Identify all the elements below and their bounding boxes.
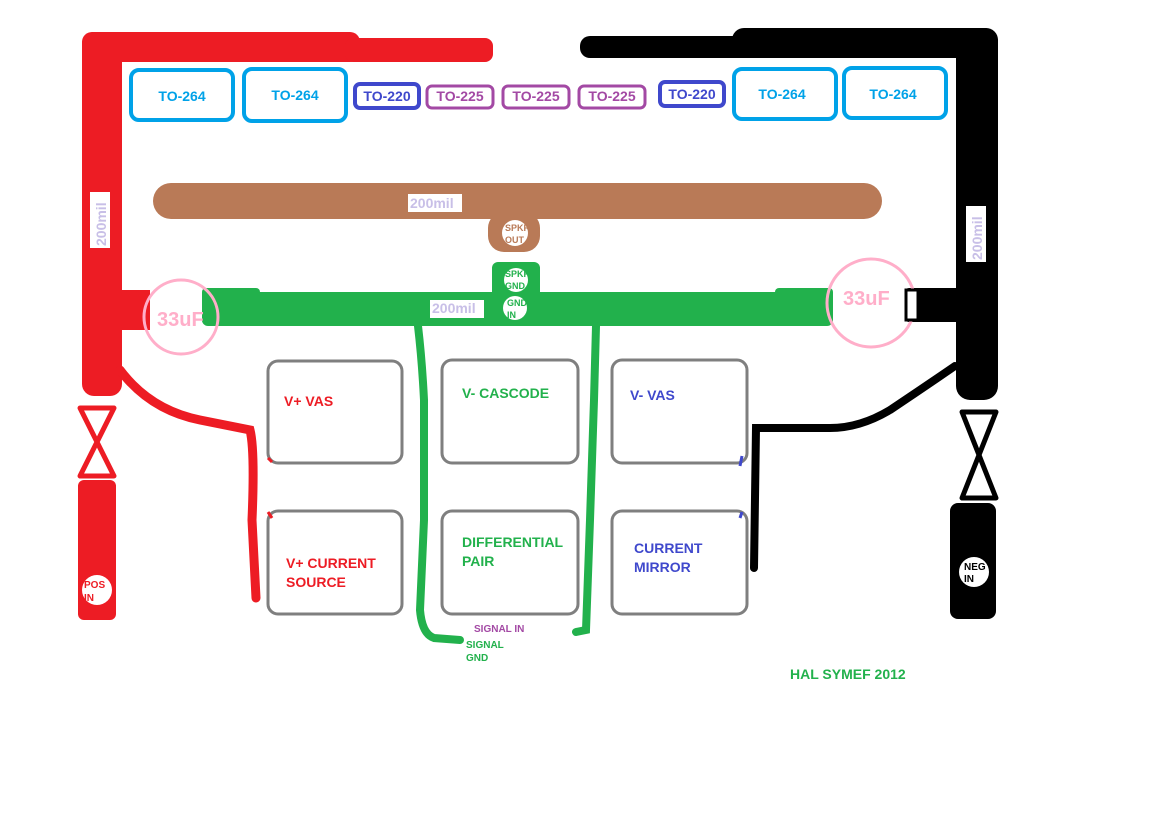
to220-package: TO-220 [353, 82, 421, 110]
block-label-line1: V+ CURRENT [286, 555, 376, 571]
ground-bus: SPKR GND GND IN 200mil [202, 262, 833, 644]
v-minus-cascode-block: V- CASCODE [440, 358, 580, 465]
negative-width-label: 200mil [969, 216, 985, 260]
ground-bus-width-label-bg [430, 300, 484, 318]
negative-fuse-symbol [959, 409, 999, 501]
gnd-in-pad [503, 296, 527, 320]
block-label: V- CASCODE [462, 385, 549, 401]
credit-text: HAL SYMEF 2012 [790, 666, 906, 682]
negative-top-trace [732, 28, 998, 58]
positive-vas-wire [115, 365, 261, 603]
spkr-gnd-label-line1: SPKR [505, 269, 531, 279]
output-bus-trace [153, 183, 882, 219]
gnd-in-label-line1: GND [507, 298, 528, 308]
block-label-line2: PAIR [462, 553, 494, 569]
ground-bus-width-label: 200mil [432, 300, 476, 316]
pos-in-label-line1: POS [84, 580, 105, 591]
v-minus-vas-block: V- VAS [610, 358, 749, 465]
left-cap-label: 33uF [157, 309, 204, 331]
differential-pair-block: DIFFERENTIAL PAIR [440, 509, 580, 616]
to264-package: TO-264 [732, 67, 838, 121]
right-cap-label: 33uF [843, 288, 890, 310]
to225-package: TO-225 [577, 84, 647, 110]
to264-package: TO-264 [842, 66, 948, 120]
signal-gnd-label-line1: SIGNAL [466, 640, 504, 651]
block-label: V- VAS [630, 387, 675, 403]
neg-in-pad [959, 557, 989, 587]
package-label: TO-225 [436, 88, 483, 104]
output-bus-width-label-bg [408, 194, 462, 212]
gnd-in-label-line2: IN [507, 310, 516, 320]
pos-in-pad [82, 575, 112, 605]
negative-vas-wire [750, 362, 959, 572]
to264-package: TO-264 [129, 68, 235, 122]
to220-package: TO-220 [658, 80, 726, 108]
negative-rail: NEG IN 200mil [580, 28, 999, 619]
output-bus: 200mil SPKR OUT [153, 183, 882, 252]
ground-wire-cascode [572, 322, 600, 636]
neg-in-label-line2: IN [964, 574, 974, 585]
spkr-gnd-label-line2: GND [505, 281, 526, 291]
spkr-gnd-pad [504, 268, 528, 292]
spkr-out-pad [502, 220, 528, 246]
negative-cap-stub [905, 288, 965, 322]
positive-width-label: 200mil [93, 202, 109, 246]
package-label: TO-264 [869, 86, 916, 102]
package-label: TO-264 [158, 88, 205, 104]
positive-top-trace-end [345, 38, 493, 62]
left-filter-cap: 33uF [142, 278, 220, 356]
positive-width-label-bg [90, 192, 110, 248]
v-plus-vas-block: V+ VAS [266, 359, 404, 465]
negative-width-label-bg [966, 206, 986, 262]
pos-in-label-line2: IN [84, 593, 94, 604]
to225-package: TO-225 [501, 84, 571, 110]
right-filter-cap: 33uF [825, 257, 917, 349]
block-label-line1: CURRENT [634, 540, 703, 556]
signal-gnd-label-line2: GND [466, 653, 488, 664]
vas-tick [266, 456, 274, 519]
package-label: TO-225 [512, 88, 559, 104]
block-label: V+ VAS [284, 393, 333, 409]
negative-top-trace-start [580, 36, 760, 58]
ground-right-cap-pad [775, 288, 833, 324]
v-plus-current-source-block: V+ CURRENT SOURCE [266, 509, 404, 616]
package-label: TO-220 [363, 88, 410, 104]
neg-in-label-line1: NEG [964, 562, 986, 573]
block-label-line2: SOURCE [286, 574, 346, 590]
package-label: TO-264 [271, 87, 318, 103]
negative-cap-pad [904, 288, 920, 322]
package-label: TO-264 [758, 86, 805, 102]
positive-fuse-symbol [77, 405, 117, 479]
positive-rail: POS IN 200mil [77, 32, 493, 620]
spkr-out-label-line1: SPKR [505, 223, 531, 233]
output-bus-width-label: 200mil [410, 195, 454, 211]
spkr-out-label-line2: OUT [505, 235, 525, 245]
signal-in-label: SIGNAL IN [474, 624, 524, 635]
ground-wire-differential [414, 322, 464, 644]
block-label-line2: MIRROR [634, 559, 691, 575]
package-label: TO-225 [588, 88, 635, 104]
to225-package: TO-225 [425, 84, 495, 110]
to264-package: TO-264 [242, 67, 348, 123]
current-mirror-block: CURRENT MIRROR [610, 509, 749, 616]
vas-tick [738, 455, 744, 519]
block-label-line1: DIFFERENTIAL [462, 534, 564, 550]
package-label: TO-220 [668, 86, 715, 102]
positive-top-trace [82, 32, 360, 62]
